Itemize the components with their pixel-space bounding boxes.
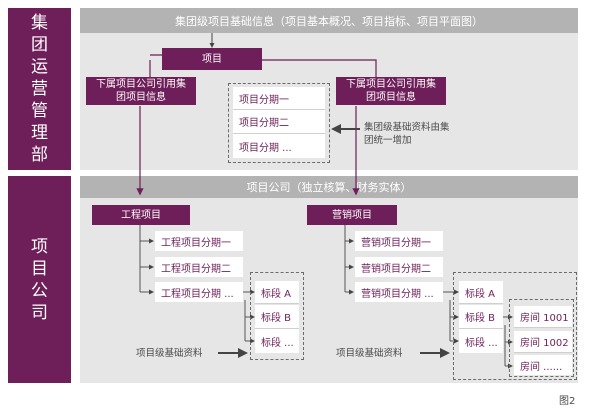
group-phases-box [228, 83, 330, 163]
rooms-box [509, 299, 574, 377]
eng-section-a-text: 标段 A [261, 288, 292, 300]
group-info-band-text: 集团级项目基础信息（项目基本概况、项目指标、项目平面图） [175, 14, 483, 28]
eng-phase-3: 工程项目分期 ... [155, 282, 243, 302]
figure-caption-text: 图2 [559, 396, 576, 407]
mkt-section-a: 标段 A [459, 281, 503, 304]
side-label-group-ops: 集团运营管理部 [8, 8, 71, 170]
mkt-phase-2-text: 营销项目分期二 [361, 263, 431, 275]
group-phase-2-text: 项目分期二 [239, 118, 289, 129]
group-info-band: 集团级项目基础信息（项目基本概况、项目指标、项目平面图） [80, 8, 578, 33]
right-ref-box-label: 下属项目公司引用集团项目信息 [346, 79, 436, 103]
side-label-project-company: 项目公司 [8, 176, 71, 383]
eng-section-b-text: 标段 B [261, 313, 292, 324]
group-phase-1-text: 项目分期一 [239, 94, 289, 106]
project-company-band-text: 项目公司（独立核算、财务实体） [246, 181, 412, 194]
group-phase-3-text: 项目分期 ... [239, 142, 292, 154]
side-label-group-ops-text: 集团运营管理部 [31, 13, 48, 165]
mkt-sections-box [453, 272, 577, 380]
eng-note: 项目级基础资料 [136, 347, 203, 360]
mkt-section-b: 标段 B [459, 305, 503, 329]
left-ref-box-label: 下属项目公司引用集团项目信息 [96, 79, 186, 103]
right-ref-box: 下属项目公司引用集团项目信息 [336, 77, 446, 105]
mkt-section-a-text: 标段 A [465, 288, 496, 300]
room-1002-text: 房间 1002 [520, 338, 569, 349]
eng-section-etc: 标段 ... [255, 329, 299, 353]
eng-phase-1-text: 工程项目分期一 [161, 237, 231, 249]
mkt-section-etc-text: 标段 ... [465, 337, 498, 349]
marketing-project-label: 营销项目 [332, 209, 372, 221]
group-phase-3: 项目分期 ... [233, 134, 325, 158]
group-note-text: 集团级基础资料由集团统一增加 [364, 122, 450, 146]
mkt-note-text: 项目级基础资料 [336, 348, 403, 359]
figure-caption: 图2 [559, 392, 575, 407]
left-ref-box: 下属项目公司引用集团项目信息 [86, 77, 196, 105]
mkt-note: 项目级基础资料 [336, 347, 403, 360]
project-company-band: 项目公司（独立核算、财务实体） [80, 176, 578, 198]
eng-phase-2: 工程项目分期二 [155, 257, 243, 277]
group-note: 集团级基础资料由集团统一增加 [364, 121, 454, 147]
room-1001-text: 房间 1001 [520, 313, 569, 324]
mkt-section-etc: 标段 ... [459, 329, 503, 353]
room-1001: 房间 1001 [514, 306, 572, 328]
group-phase-2: 项目分期二 [233, 110, 325, 134]
mkt-phase-3: 营销项目分期 ... [355, 282, 443, 302]
room-1002: 房间 1002 [514, 331, 572, 353]
eng-sections-box [250, 272, 304, 360]
eng-phase-3-text: 工程项目分期 ... [161, 288, 234, 300]
mkt-section-b-text: 标段 B [465, 313, 496, 324]
side-label-project-company-text: 项目公司 [31, 236, 48, 323]
mkt-phase-1: 营销项目分期一 [355, 231, 443, 251]
mkt-phase-3-text: 营销项目分期 ... [361, 288, 434, 300]
eng-section-a: 标段 A [255, 281, 299, 304]
line-project-right [262, 59, 377, 80]
eng-phase-1: 工程项目分期一 [155, 231, 243, 251]
eng-phase-2-text: 工程项目分期二 [161, 263, 231, 275]
engineering-project-box: 工程项目 [92, 205, 190, 225]
marketing-project-box: 营销项目 [307, 205, 397, 225]
eng-note-text: 项目级基础资料 [136, 348, 203, 359]
group-phase-1: 项目分期一 [233, 87, 325, 110]
eng-section-etc-text: 标段 ... [261, 337, 294, 349]
engineering-project-label: 工程项目 [121, 209, 161, 221]
mkt-phase-2: 营销项目分期二 [355, 257, 443, 277]
eng-section-b: 标段 B [255, 305, 299, 329]
mkt-phase-1-text: 营销项目分期一 [361, 237, 431, 249]
project-box: 项目 [162, 48, 262, 70]
room-etc-text: 房间 ...... [520, 361, 563, 373]
project-box-label: 项目 [202, 53, 222, 65]
room-etc: 房间 ...... [514, 355, 572, 375]
